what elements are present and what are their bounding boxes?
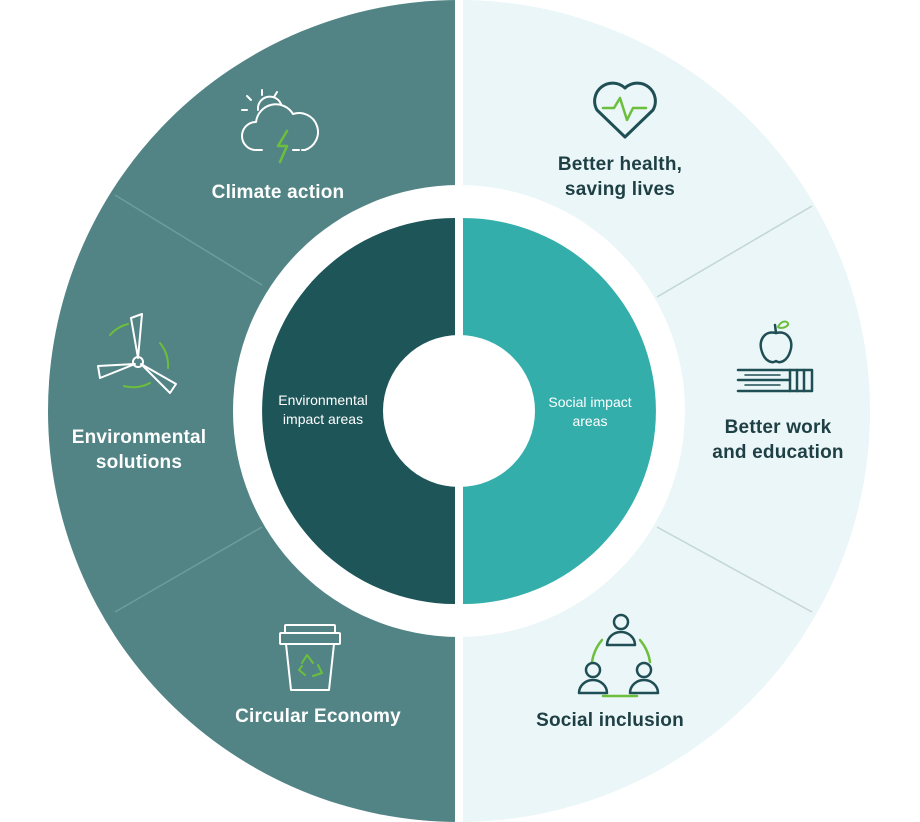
center-hole <box>383 335 535 487</box>
inner-ring-right-half <box>463 218 656 604</box>
divider-line-right-top <box>656 205 813 298</box>
inner-ring-left-half <box>262 218 455 604</box>
environmental-impact-areas-label: Environmental impact areas <box>278 392 368 427</box>
better-health-label: Better health, saving lives <box>557 154 683 200</box>
cloud-lightning-icon <box>241 89 319 164</box>
people-circle-icon <box>577 613 660 698</box>
circular-economy-label: Circular Economy <box>235 706 401 727</box>
divider-line-left-top <box>114 194 263 286</box>
climate-action-label: Climate action <box>211 182 345 203</box>
heart-pulse-icon <box>593 81 657 139</box>
divider-line-left-bottom <box>114 526 263 613</box>
social-inclusion-label: Social inclusion <box>536 710 684 731</box>
social-impact-areas-label: Social impact areas <box>548 394 632 429</box>
wind-turbine-icon <box>97 313 177 394</box>
apple-books-icon <box>736 320 814 393</box>
better-work-label: Better work and education <box>712 417 844 463</box>
divider-line-right-bottom <box>656 526 813 613</box>
environmental-solutions-label: Environmental solutions <box>71 427 207 473</box>
recycling-bin-icon <box>279 624 341 691</box>
